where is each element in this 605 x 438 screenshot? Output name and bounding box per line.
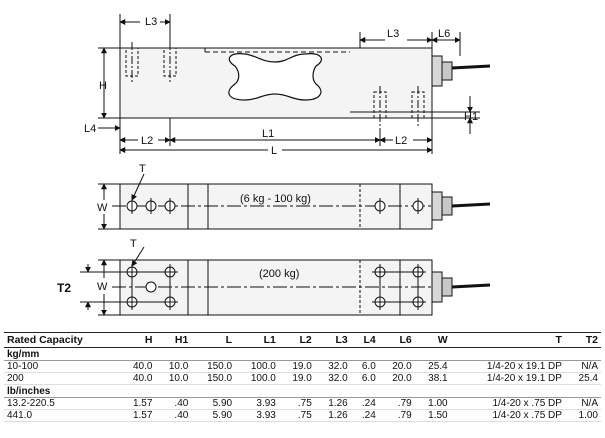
- table-cell: 3.93: [235, 409, 279, 422]
- table-cell: 5.90: [191, 409, 236, 422]
- section-row-kg-mm: kg/mm: [4, 347, 601, 361]
- col-header: T2: [564, 332, 601, 348]
- table-row: 10-100 40.0 10.0 150.0 100.0 19.0 32.0 6…: [4, 360, 601, 373]
- table-cell: 200: [4, 372, 120, 385]
- table-cell: 20.0: [378, 372, 415, 385]
- table-cell: 1.00: [564, 409, 601, 422]
- table-cell: 1.50: [414, 409, 451, 422]
- dim-label-L3-left: L3: [145, 16, 157, 28]
- capacity-caption-view1: (6 kg - 100 kg): [240, 193, 311, 205]
- section-row-lb-inches: lb/inches: [4, 384, 601, 398]
- table-cell: .24: [350, 397, 379, 410]
- table-cell: 19.0: [278, 372, 315, 385]
- col-header: T: [450, 332, 565, 348]
- table-cell: 1.57: [119, 409, 156, 422]
- table-cell: 32.0: [314, 372, 351, 385]
- label-T-view2: T: [130, 238, 137, 250]
- dim-label-L4: L4: [84, 123, 96, 135]
- table-cell: 1.00: [414, 397, 451, 410]
- table-cell: 6.0: [350, 372, 379, 385]
- col-header: H: [119, 332, 156, 348]
- table-cell: 5.90: [191, 397, 236, 410]
- table-row: 13.2-220.5 1.57 .40 5.90 3.93 .75 1.26 .…: [4, 397, 601, 410]
- table-cell: 40.0: [119, 372, 156, 385]
- cable-gland: [431, 55, 443, 87]
- table-cell: .24: [350, 409, 379, 422]
- section-title: kg/mm: [4, 347, 601, 361]
- top-view-2-holes: [124, 264, 426, 310]
- label-W-view2: W: [97, 281, 108, 293]
- table-cell: 10-100: [4, 360, 120, 373]
- label-W-view1: W: [97, 202, 108, 214]
- table-cell: 1.26: [314, 409, 351, 422]
- dim-label-L3-right: L3: [387, 28, 399, 40]
- table-cell: 1/4-20 x 19.1 DP: [450, 372, 565, 385]
- table-cell: 19.0: [278, 360, 315, 373]
- table-cell: 10.0: [155, 372, 192, 385]
- table-cell: 6.0: [350, 360, 379, 373]
- load-cell-drawing: L3 L3 L6 H H1 L4 L2 L1 L2 L: [57, 14, 491, 316]
- table-cell: 1/4-20 x .75 DP: [450, 397, 565, 410]
- section-title: lb/inches: [4, 384, 601, 398]
- table-row: 441.0 1.57 .40 5.90 3.93 .75 1.26 .24 .7…: [4, 409, 601, 422]
- side-view-labels: L3 L3 L6 H H1 L4 L2 L1 L2 L: [84, 14, 478, 157]
- top-view-1-labels: T W (6 kg - 100 kg): [97, 163, 324, 214]
- dim-label-H1: H1: [464, 111, 478, 123]
- table-cell: 100.0: [235, 360, 279, 373]
- table-cell: 40.0: [119, 360, 156, 373]
- top-view-1-holes: [126, 198, 424, 214]
- col-header: H1: [155, 332, 192, 348]
- col-header: L6: [378, 332, 415, 348]
- dim-label-H: H: [99, 80, 107, 92]
- table-cell: N/A: [564, 397, 601, 410]
- col-header: L1: [235, 332, 279, 348]
- dim-label-L1: L1: [262, 128, 274, 140]
- table-cell: 1.57: [119, 397, 156, 410]
- table-cell: 38.1: [414, 372, 451, 385]
- col-header: W: [414, 332, 451, 348]
- col-header: Rated Capacity: [4, 332, 120, 348]
- col-header: L3: [314, 332, 351, 348]
- side-view: [98, 14, 491, 154]
- top-view-1: [98, 173, 491, 230]
- table-cell: 10.0: [155, 360, 192, 373]
- dim-label-L2-right: L2: [395, 135, 407, 147]
- table-cell: N/A: [564, 360, 601, 373]
- table-cell: 32.0: [314, 360, 351, 373]
- table-cell: .40: [155, 397, 192, 410]
- dim-label-L2-left: L2: [141, 135, 153, 147]
- label-T2-view2: T2: [57, 281, 71, 295]
- specifications-table: Rated Capacity H H1 L L1 L2 L3 L4 L6 W T…: [4, 332, 601, 422]
- table-cell: .75: [278, 409, 315, 422]
- dim-label-L6: L6: [438, 28, 450, 40]
- col-header: L: [191, 332, 236, 348]
- table-cell: 150.0: [191, 372, 236, 385]
- table-row: 200 40.0 10.0 150.0 100.0 19.0 32.0 6.0 …: [4, 372, 601, 385]
- table-cell: .75: [278, 397, 315, 410]
- table-cell: 20.0: [378, 360, 415, 373]
- table-cell: 13.2-220.5: [4, 397, 120, 410]
- top-view-2: [80, 246, 491, 316]
- table-cell: 1/4-20 x .75 DP: [450, 409, 565, 422]
- table-cell: .79: [378, 409, 415, 422]
- table-cell: 441.0: [4, 409, 120, 422]
- table-cell: .79: [378, 397, 415, 410]
- binocular-hole: [228, 53, 322, 101]
- top-view-2-labels: T T2 W (200 kg): [57, 238, 309, 295]
- table-cell: 25.4: [414, 360, 451, 373]
- table-cell: 150.0: [191, 360, 236, 373]
- col-header: L4: [350, 332, 379, 348]
- label-T-view1: T: [139, 163, 146, 175]
- table-cell: 1.26: [314, 397, 351, 410]
- table-cell: 1/4-20 x 19.1 DP: [450, 360, 565, 373]
- table-cell: 100.0: [235, 372, 279, 385]
- table-cell: 25.4: [564, 372, 601, 385]
- dim-label-L: L: [271, 145, 277, 157]
- col-header: L2: [278, 332, 315, 348]
- table-cell: 3.93: [235, 397, 279, 410]
- table-cell: .40: [155, 409, 192, 422]
- table-header-row: Rated Capacity H H1 L L1 L2 L3 L4 L6 W T…: [4, 332, 601, 348]
- capacity-caption-view2: (200 kg): [259, 268, 299, 280]
